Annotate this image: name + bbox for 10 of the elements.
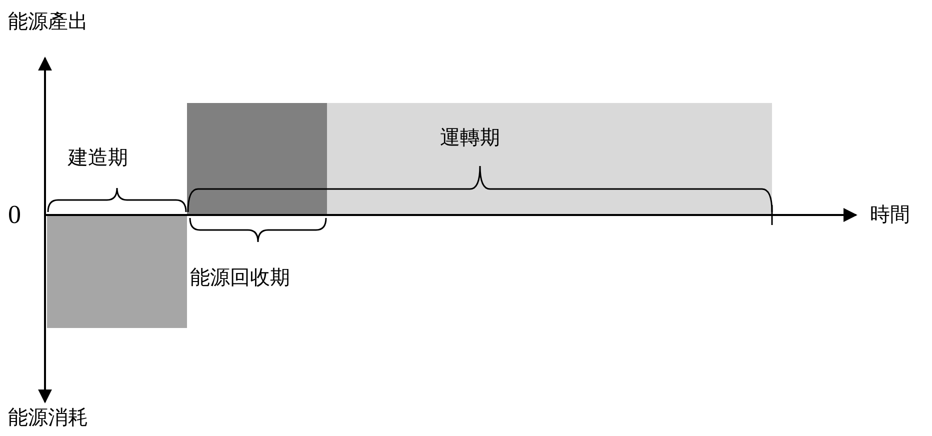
period-label: 建造期 <box>68 146 128 170</box>
axis-title: 時間 <box>870 203 910 227</box>
period-label: 運轉期 <box>440 126 500 150</box>
operation-bar <box>187 103 772 215</box>
payback-bar <box>187 103 327 215</box>
axis-title: 能源消耗 <box>8 406 88 430</box>
construction-bar <box>47 216 187 328</box>
origin-label: 0 <box>8 201 21 229</box>
axis-title: 能源產出 <box>8 10 88 34</box>
period-label: 能源回收期 <box>190 266 290 290</box>
